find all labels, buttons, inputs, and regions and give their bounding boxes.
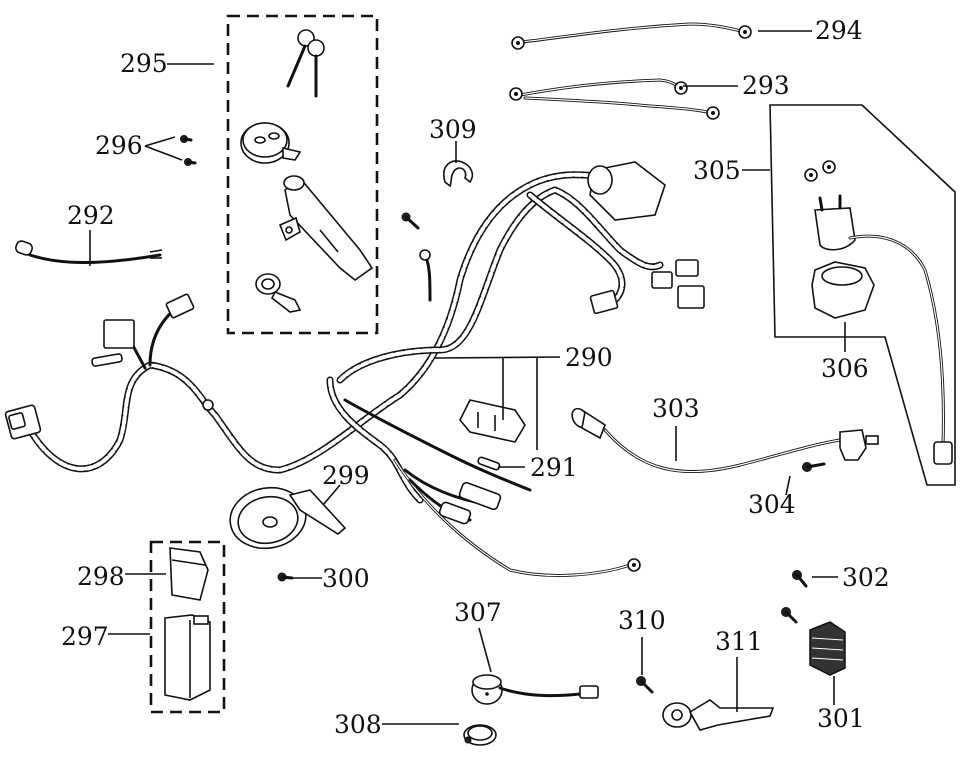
callout-309: 309	[429, 115, 477, 144]
leader-lines	[89, 30, 846, 725]
part-303-switch-cable[interactable]	[569, 406, 879, 474]
callout-305: 305	[693, 156, 741, 185]
callout-labels: 295 296 292 294 293 305 306 309 290 291 …	[61, 16, 890, 739]
callout-294: 294	[815, 16, 863, 45]
harness-canister	[587, 161, 666, 221]
nuts	[804, 160, 836, 182]
part-296-screws[interactable]	[180, 135, 197, 166]
callout-297: 297	[61, 622, 109, 651]
callout-291: 291	[530, 453, 578, 482]
callout-300: 300	[322, 564, 370, 593]
lock-cover	[240, 122, 302, 164]
part-292-cable[interactable]	[14, 240, 163, 264]
part-297-298-cdi-set[interactable]	[149, 540, 226, 714]
callout-301: 301	[817, 704, 865, 733]
screw-icon	[401, 212, 420, 230]
part-308-clamp[interactable]	[463, 724, 497, 746]
part-309-clip[interactable]	[443, 160, 474, 188]
callout-310: 310	[618, 606, 666, 635]
callout-308: 308	[334, 710, 382, 739]
keys-icon	[286, 29, 325, 98]
callout-298: 298	[77, 562, 125, 591]
part-295-ignition-switch-set[interactable]	[226, 14, 379, 335]
callout-290: 290	[565, 343, 613, 372]
starter-relay	[814, 194, 856, 251]
part-310-screw[interactable]	[636, 676, 654, 694]
callout-292: 292	[67, 201, 115, 230]
part-302-bolt[interactable]	[781, 570, 808, 624]
part-290-fuse-holder[interactable]	[459, 399, 526, 443]
harness-connectors	[4, 249, 705, 572]
part-307-pickup-coil[interactable]	[471, 674, 599, 705]
callout-303: 303	[652, 394, 700, 423]
callout-295: 295	[120, 49, 168, 78]
part-305-starter-relay-set[interactable]	[769, 104, 956, 486]
callout-311: 311	[715, 627, 763, 656]
callout-307: 307	[454, 598, 502, 627]
part-300-bolt[interactable]	[277, 572, 294, 582]
callout-302: 302	[842, 563, 890, 592]
part-311-sensor[interactable]	[662, 699, 775, 731]
part-293-cable-pair[interactable]	[509, 78, 720, 120]
callout-306: 306	[821, 354, 869, 383]
part-299-horn[interactable]	[225, 482, 347, 554]
part-306-relay-rubber[interactable]	[811, 261, 875, 319]
part-298-cover	[169, 547, 209, 601]
callout-304: 304	[748, 490, 796, 519]
callout-299: 299	[322, 461, 370, 490]
callout-296: 296	[95, 131, 143, 160]
callout-293: 293	[742, 71, 790, 100]
part-294-ground-cable[interactable]	[511, 22, 752, 50]
ignition-cylinder	[278, 175, 374, 282]
part-297-cdi-unit	[164, 614, 211, 701]
part-301-regulator[interactable]	[809, 621, 846, 676]
part-304-bolt[interactable]	[802, 462, 826, 472]
seat-lock	[255, 273, 302, 313]
